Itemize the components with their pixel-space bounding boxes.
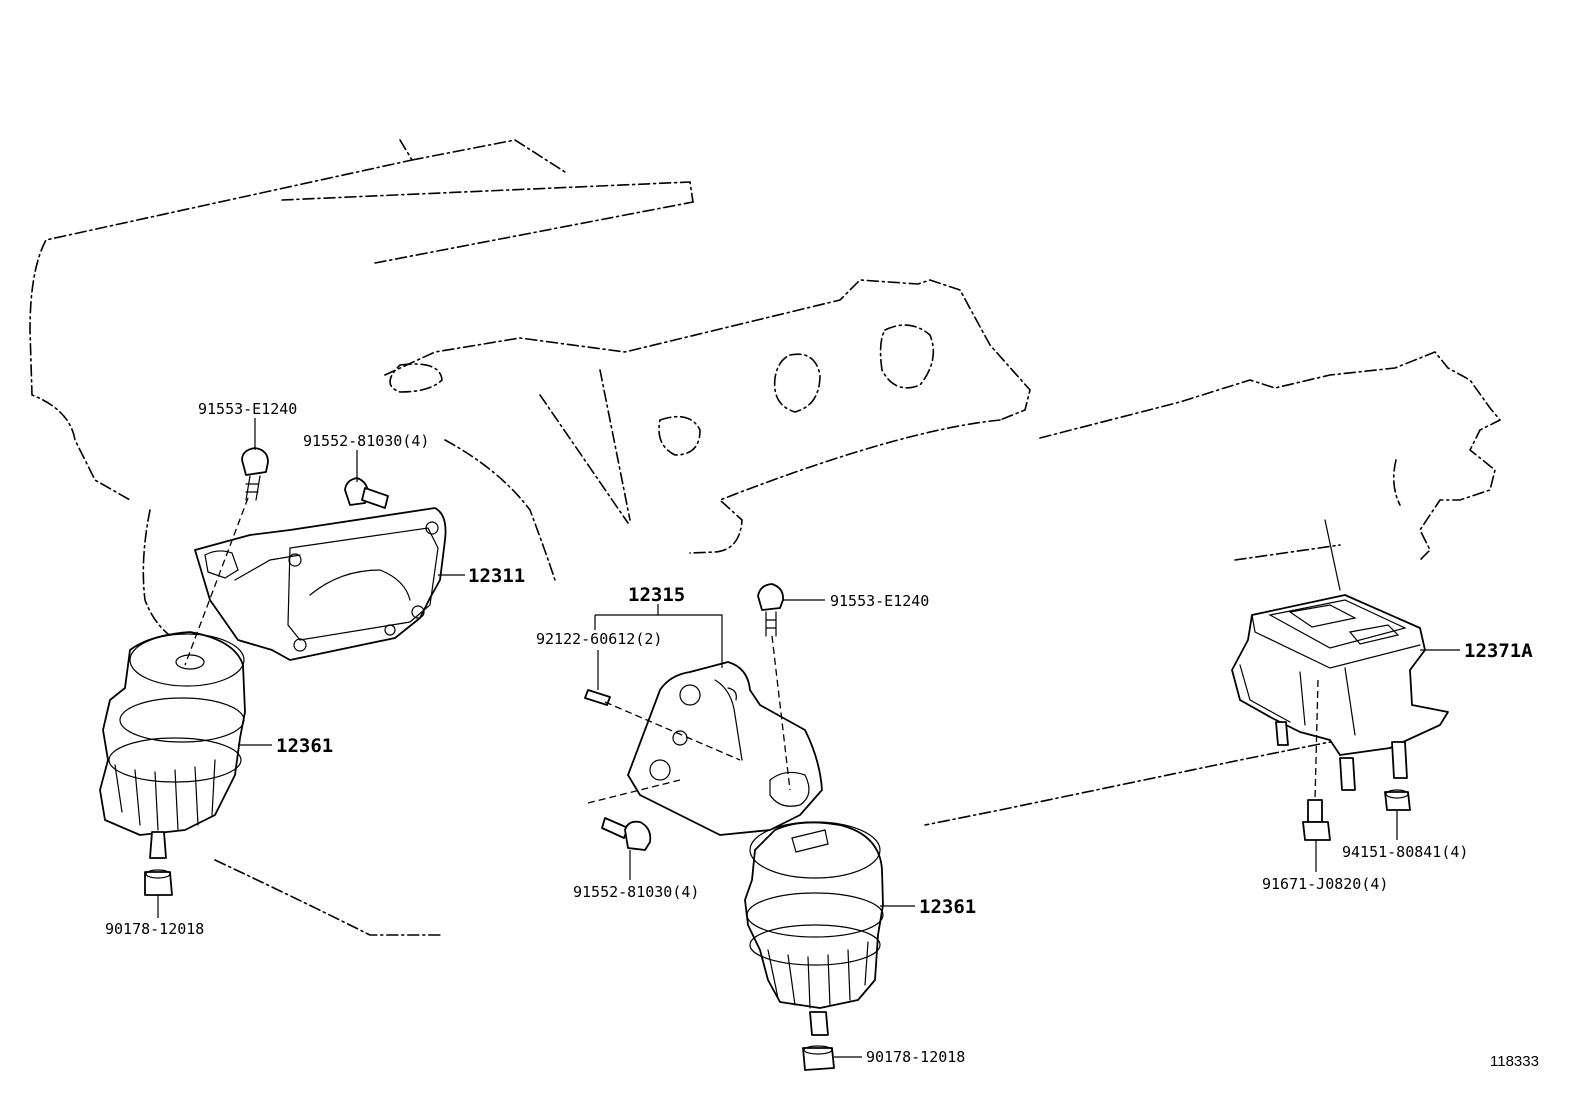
stud-92122-60612 [584,689,611,706]
bracket-12311 [194,507,447,661]
label-12371a: 12371A [1464,640,1533,662]
label-12315: 12315 [628,584,685,606]
mount-12371a [1231,519,1449,791]
label-91552-81030-bottom: 91552-81030(4) [573,883,699,901]
bolt-91552-81030-bottom [601,817,652,851]
nut-90178-12018-left [144,869,173,896]
label-90178-12018-center: 90178-12018 [866,1048,965,1066]
label-92122-60612: 92122-60612(2) [536,630,662,648]
figure-number: 118333 [1490,1053,1539,1070]
bolt-91671-j0820 [1302,799,1331,841]
label-12311: 12311 [468,565,525,587]
insulator-12361-center [744,821,884,1036]
bolt-91552-81030-top [344,477,389,509]
nut-94151-80841 [1384,789,1411,811]
label-91553-e1240-left: 91553-E1240 [198,400,297,418]
insulator-12361-left [99,631,246,859]
label-12361-left: 12361 [276,735,333,757]
part-labels: 91553-E1240 91552-81030(4) 12311 12361 9… [105,400,1539,1070]
bracket-12315 [627,661,823,836]
nut-90178-12018-center [802,1045,835,1071]
engine-outline [29,139,1501,936]
label-90178-12018-left: 90178-12018 [105,920,204,938]
label-91553-e1240-center: 91553-E1240 [830,592,929,610]
bolt-91553-e1240-left [241,447,269,501]
label-91552-81030-top: 91552-81030(4) [303,432,429,450]
label-91671-j0820: 91671-J0820(4) [1262,875,1388,893]
label-94151-80841: 94151-80841(4) [1342,843,1468,861]
bolt-91553-e1240-center [757,583,784,637]
assembly-lines [184,497,1319,804]
label-12361-center: 12361 [919,896,976,918]
leader-lines [157,418,1460,1058]
